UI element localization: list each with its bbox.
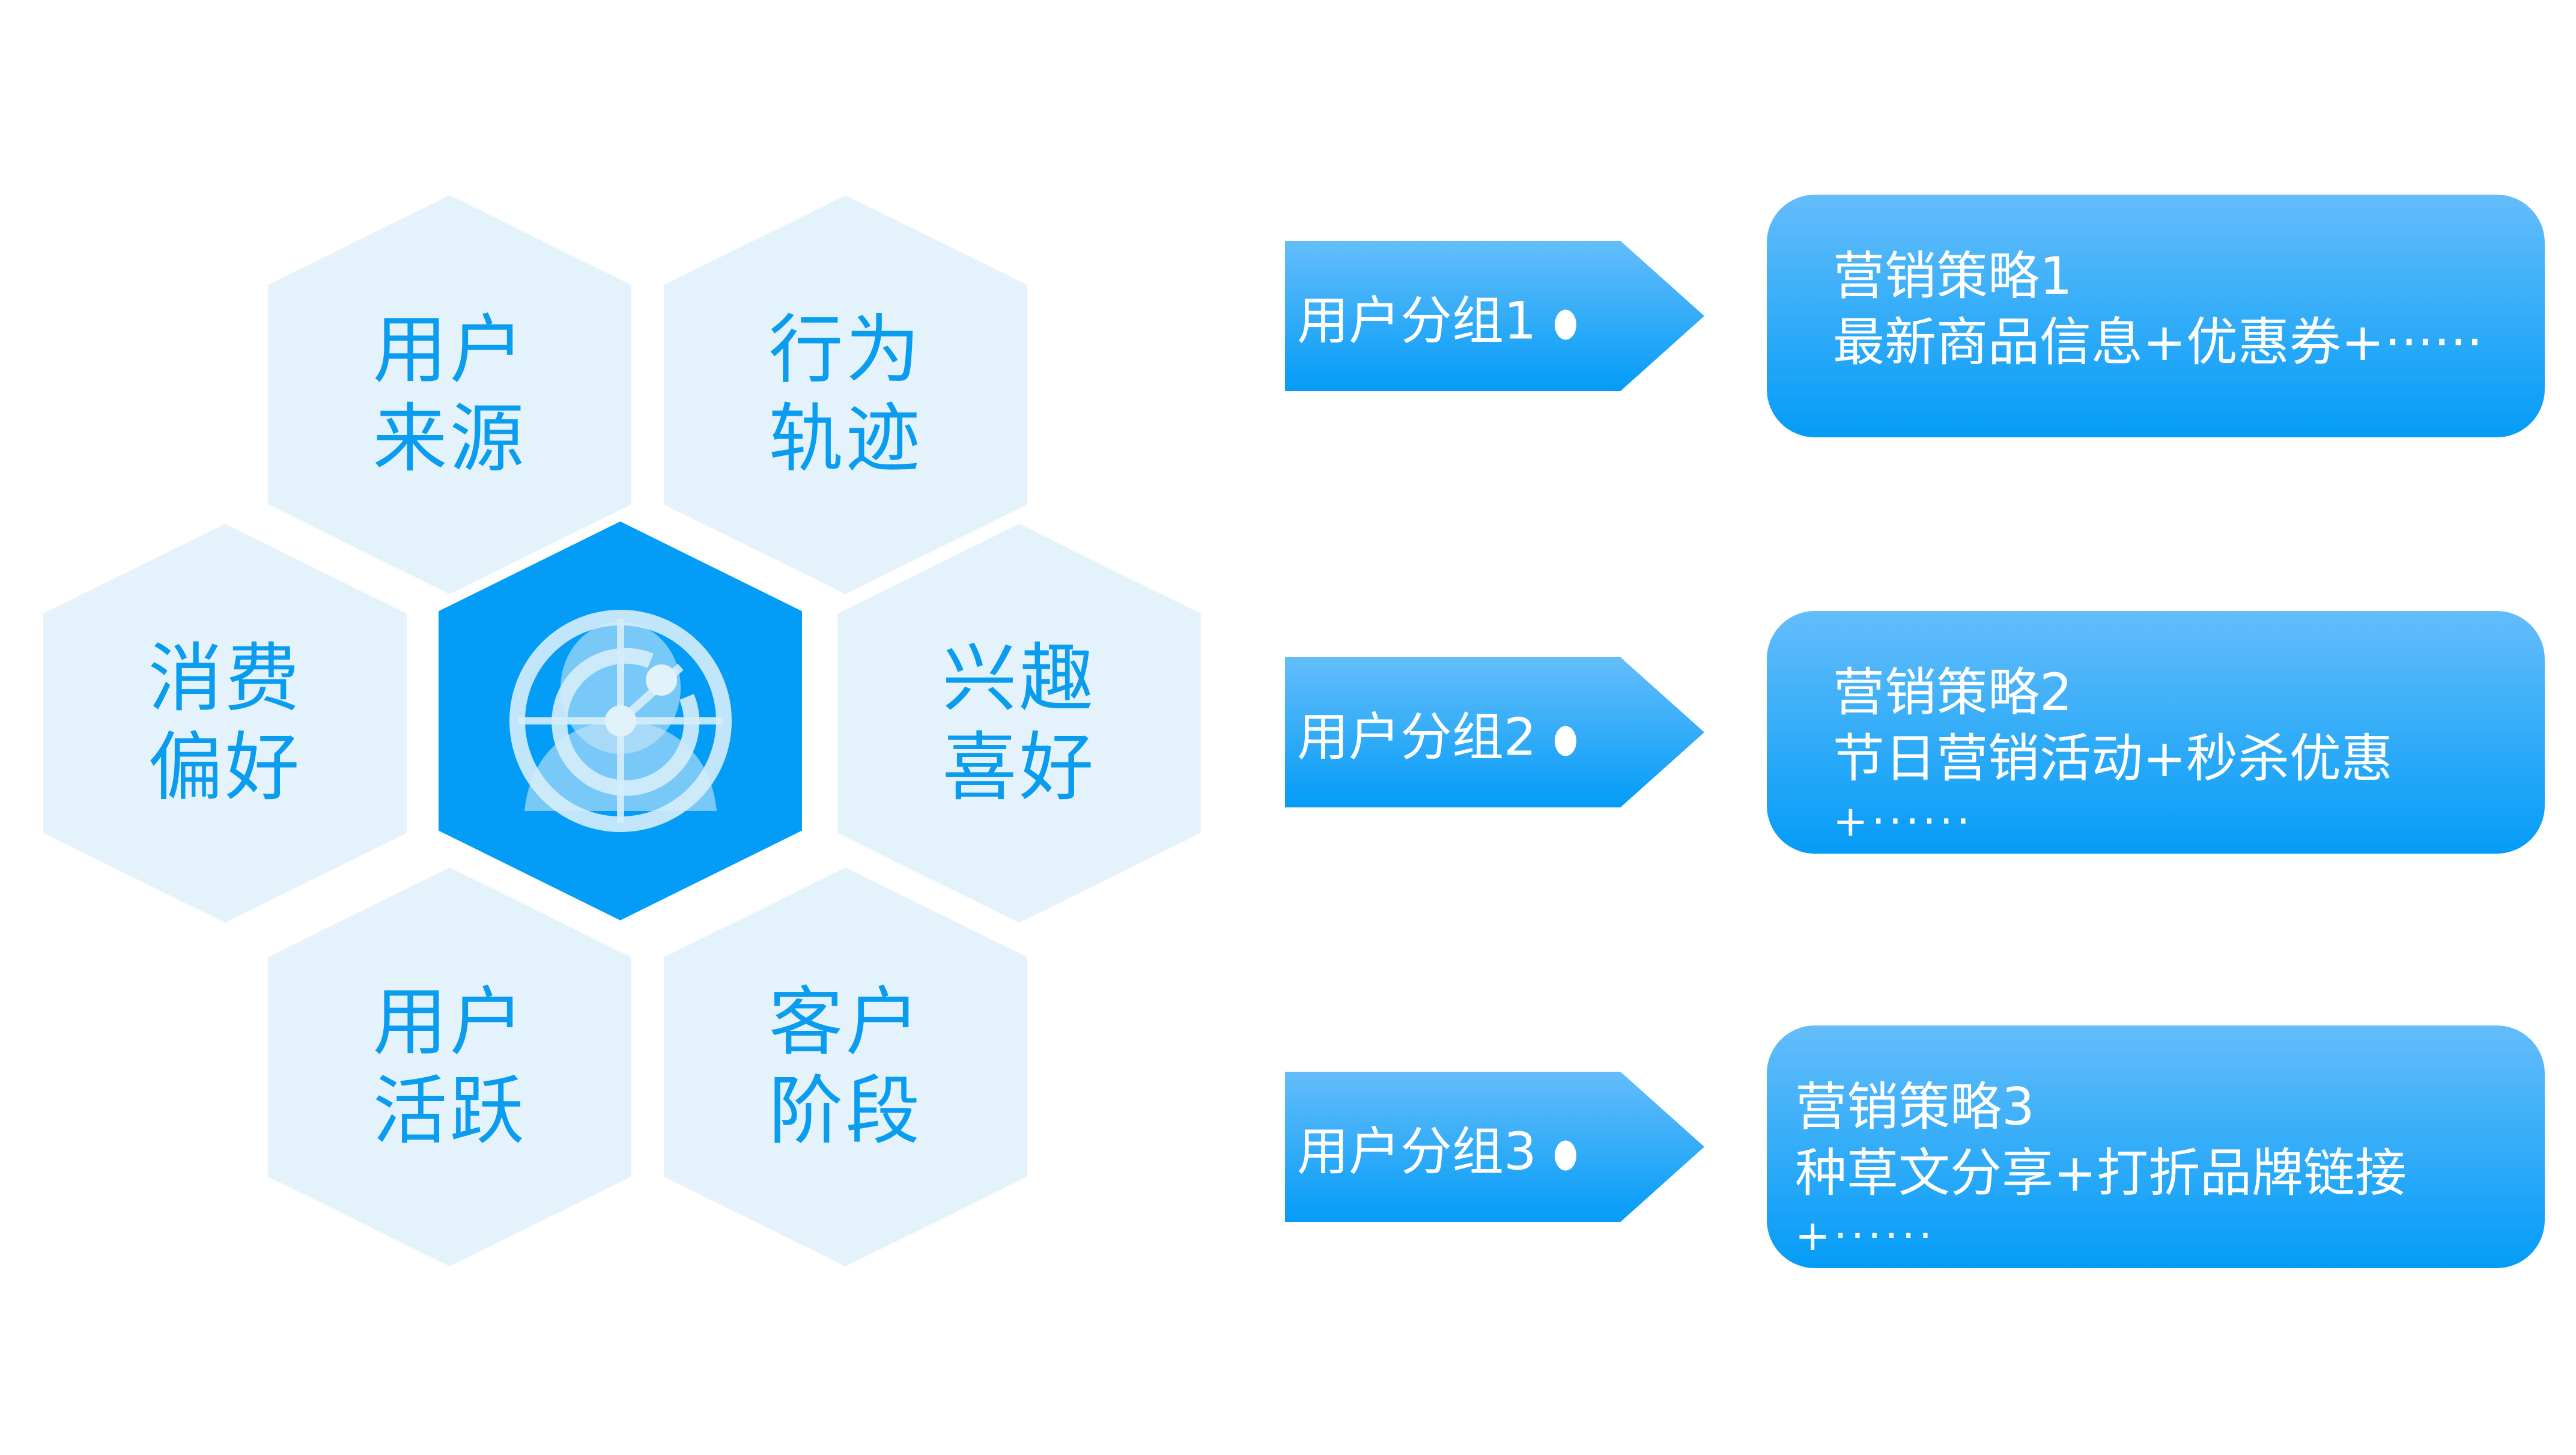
dot-icon: [1554, 726, 1576, 756]
hex-label: 用户: [372, 307, 527, 393]
hex-customer-stage: 客户阶段: [664, 867, 1027, 1266]
hex-label: 行为: [768, 307, 923, 393]
hex-label: 喜好: [942, 724, 1096, 811]
hex-label: 活跃: [372, 1068, 527, 1155]
user-group-3-arrow: 用户分组3: [1285, 1072, 1704, 1222]
strategy-3-box: 营销策略3 种草文分享+打折品牌链接 +······: [1767, 1025, 2545, 1268]
hex-label: 客户: [768, 979, 923, 1066]
strategy-2-box: 营销策略2 节日营销活动+秒杀优惠 +······: [1767, 611, 2545, 854]
strategy-more: +······: [1833, 797, 1974, 846]
group-label: 用户分组3: [1297, 1122, 1537, 1182]
hex-label: 来源: [372, 396, 527, 482]
strategy-1-box: 营销策略1 最新商品信息+优惠券+······: [1767, 195, 2545, 437]
hex-label: 轨迹: [768, 396, 923, 482]
dot-icon: [1554, 1140, 1576, 1171]
hex-label: 偏好: [148, 724, 302, 811]
hex-label: 阶段: [768, 1068, 923, 1155]
user-group-1-arrow: 用户分组1: [1285, 241, 1704, 391]
hex-behavior-track: 行为轨迹: [664, 195, 1027, 594]
dot-icon: [1554, 309, 1576, 340]
strategy-title: 营销策略2: [1833, 663, 2073, 723]
hex-center: [439, 521, 802, 920]
strategy-detail: 节日营销活动+秒杀优惠: [1833, 729, 2393, 789]
hex-label: 用户: [372, 979, 527, 1066]
strategy-detail: 种草文分享+打折品牌链接: [1795, 1143, 2407, 1203]
group-label: 用户分组2: [1297, 707, 1537, 768]
user-radar-icon: [509, 610, 732, 832]
user-group-2-arrow: 用户分组2: [1285, 657, 1704, 807]
strategy-more: +······: [1795, 1211, 1936, 1260]
strategy-detail: 最新商品信息+优惠券+······: [1833, 312, 2483, 372]
strategy-title: 营销策略1: [1833, 246, 2073, 306]
hex-user-source: 用户来源: [268, 195, 631, 594]
hex-interest-preference: 兴趣喜好: [837, 524, 1201, 923]
hex-label: 消费: [148, 636, 302, 722]
group-label: 用户分组1: [1297, 291, 1537, 351]
hex-user-activity: 用户活跃: [268, 867, 631, 1266]
hex-label: 兴趣: [942, 636, 1096, 722]
hex-consumption-preference: 消费偏好: [43, 524, 407, 923]
strategy-title: 营销策略3: [1795, 1077, 2035, 1137]
